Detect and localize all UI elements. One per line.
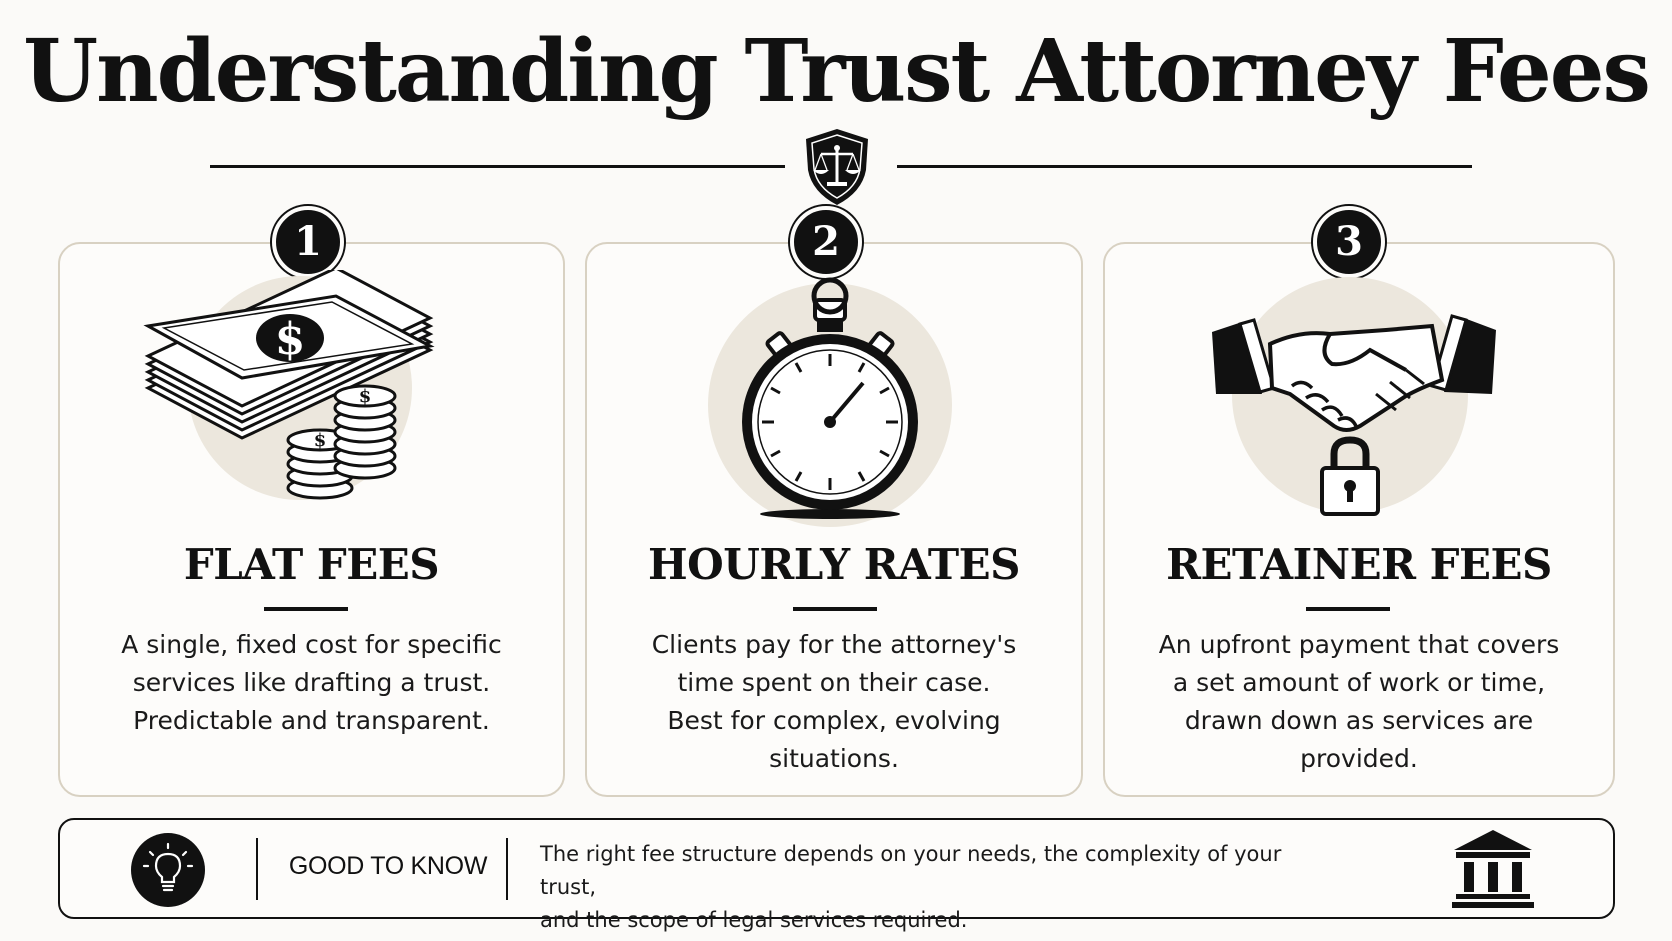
card-title: HOURLY RATES bbox=[647, 540, 1021, 589]
card-divider bbox=[793, 607, 877, 611]
good-to-know-text: The right fee structure depends on your … bbox=[540, 838, 1320, 937]
stopwatch-icon bbox=[708, 277, 952, 527]
description-line: An upfront payment that covers bbox=[1158, 630, 1560, 659]
money-stack-icon: $ $ $ bbox=[143, 270, 435, 500]
description-line: Predictable and transparent. bbox=[133, 706, 490, 735]
title-divider-right bbox=[897, 165, 1472, 168]
description-line: provided. bbox=[1300, 744, 1418, 773]
coin-dollar-symbol: $ bbox=[359, 386, 372, 407]
card-description: A single, fixed cost for specific servic… bbox=[100, 626, 523, 740]
card-title: RETAINER FEES bbox=[1166, 540, 1552, 589]
description-line: situations. bbox=[769, 744, 899, 773]
card-divider bbox=[1306, 607, 1390, 611]
description-line: services like drafting a trust. bbox=[132, 668, 491, 697]
description-line: a set amount of work or time, bbox=[1172, 668, 1546, 697]
card-number-badge: 1 bbox=[272, 206, 344, 278]
card-number-badge: 2 bbox=[790, 206, 862, 278]
card-description: Clients pay for the attorney's time spen… bbox=[630, 626, 1038, 778]
coin-dollar-symbol: $ bbox=[314, 430, 327, 451]
banner-separator bbox=[506, 838, 508, 900]
card-number-badge: 3 bbox=[1313, 206, 1385, 278]
description-line: time spent on their case. bbox=[677, 668, 991, 697]
scales-of-justice-shield-icon bbox=[806, 129, 868, 205]
banner-separator bbox=[256, 838, 258, 900]
card-description: An upfront payment that covers a set amo… bbox=[1140, 626, 1578, 778]
handshake-lock-icon bbox=[1212, 277, 1496, 516]
tip-line: The right fee structure depends on your … bbox=[540, 842, 1282, 899]
card-title: FLAT FEES bbox=[183, 540, 440, 589]
tip-line: and the scope of legal services required… bbox=[540, 908, 968, 932]
description-line: Clients pay for the attorney's bbox=[651, 630, 1017, 659]
description-line: drawn down as services are bbox=[1184, 706, 1534, 735]
courthouse-icon bbox=[1452, 830, 1534, 908]
good-to-know-label: GOOD TO KNOW bbox=[288, 852, 488, 880]
lightbulb-icon bbox=[131, 833, 205, 907]
bill-dollar-symbol: $ bbox=[275, 314, 306, 365]
good-to-know-banner bbox=[58, 818, 1615, 919]
page-title: Understanding Trust Attorney Fees bbox=[23, 21, 1651, 122]
description-line: Best for complex, evolving bbox=[667, 706, 1001, 735]
card-divider bbox=[264, 607, 348, 611]
description-line: A single, fixed cost for specific bbox=[121, 630, 502, 659]
title-divider-left bbox=[210, 165, 785, 168]
